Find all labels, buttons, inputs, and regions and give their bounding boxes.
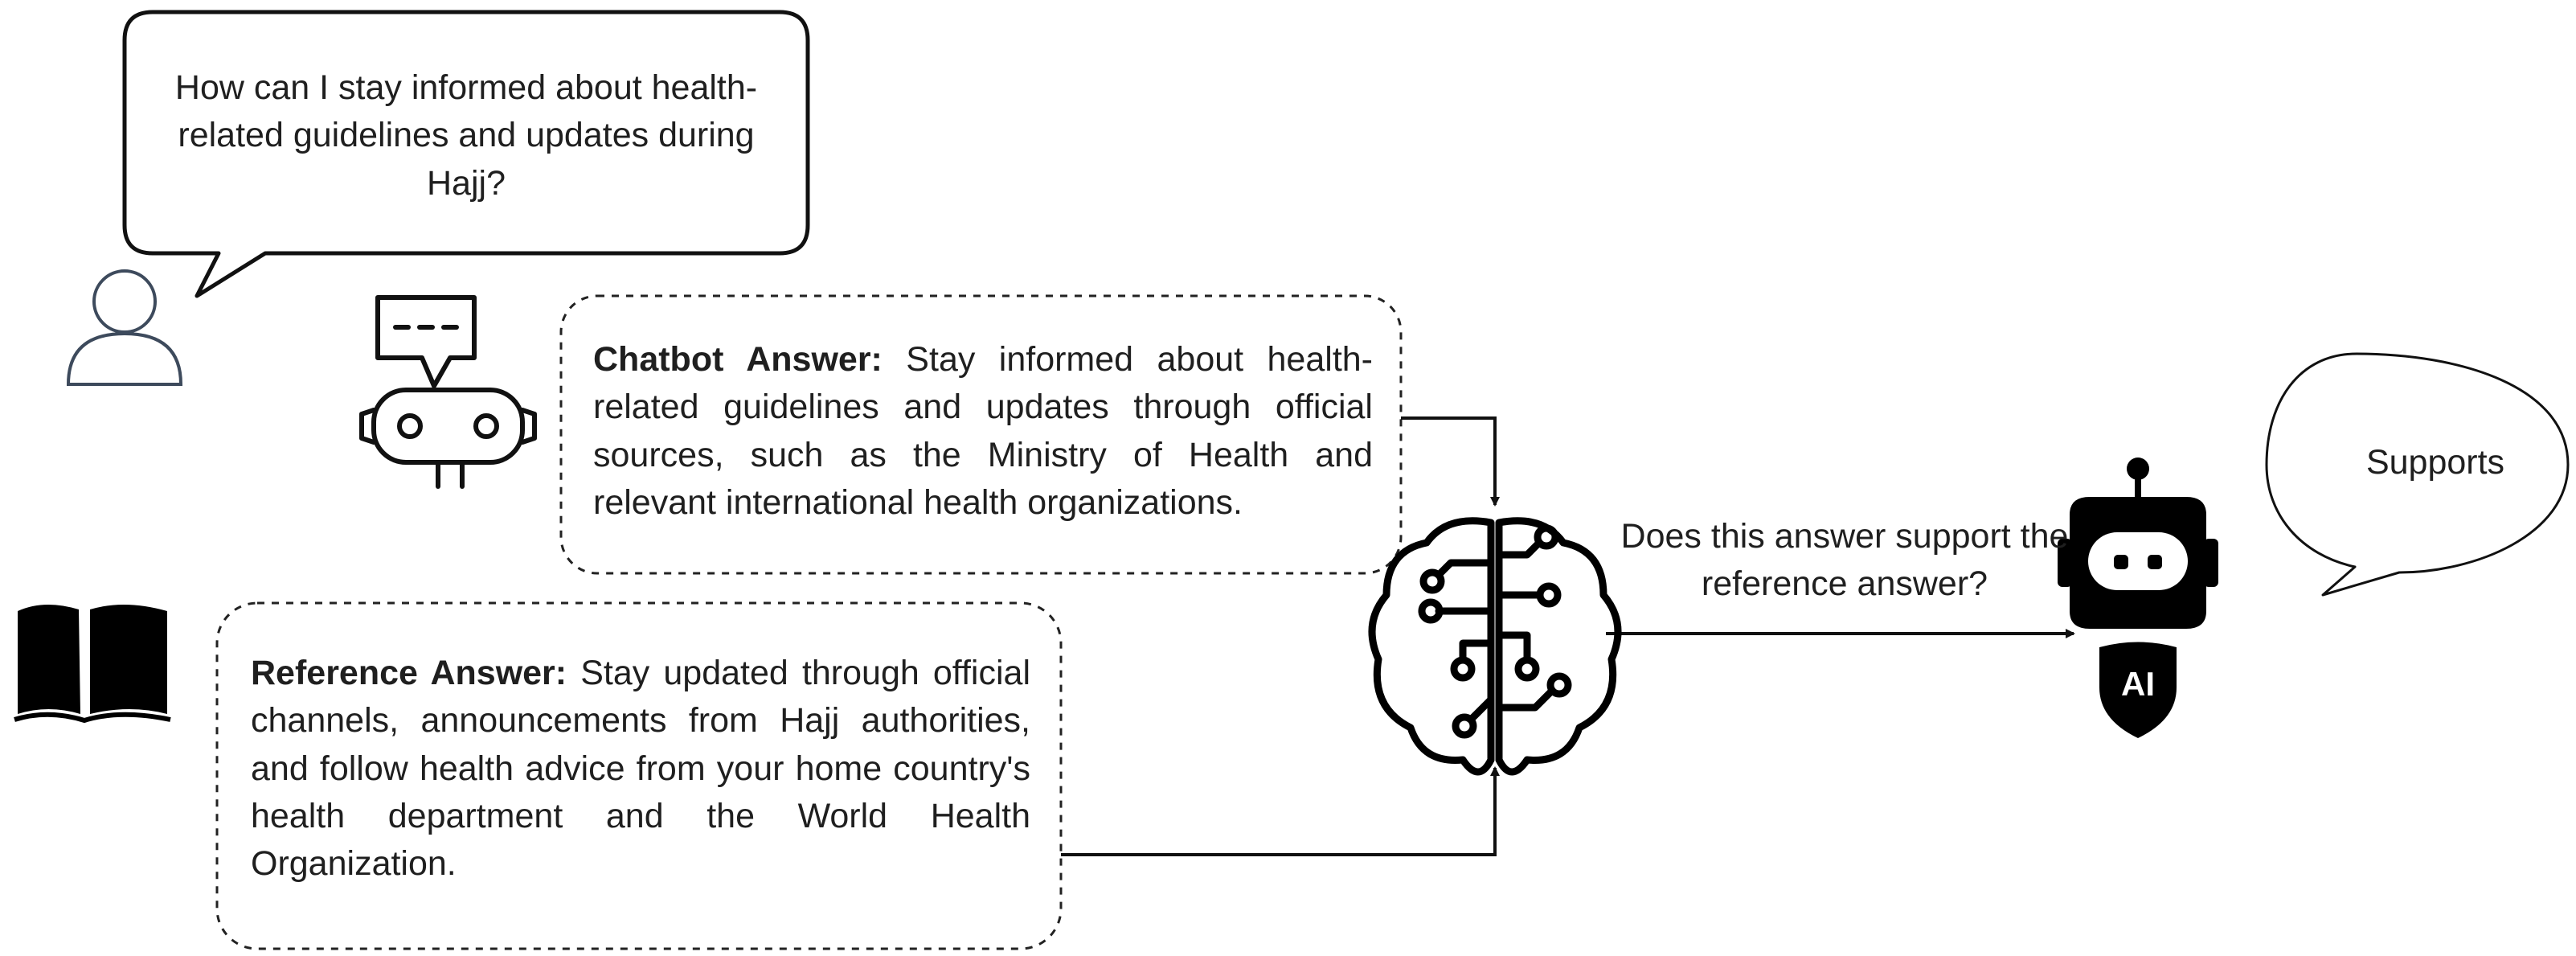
reference-answer-label: Reference Answer: <box>251 654 567 692</box>
question-bubble <box>122 10 810 298</box>
brain-circuit-icon <box>1368 517 1622 776</box>
reference-answer-text: Reference Answer: Stay updated through o… <box>251 650 1030 888</box>
reference-to-brain-arrow <box>1061 766 1500 856</box>
verdict-bubble <box>2265 352 2570 597</box>
ai-badge-text: AI <box>2121 665 2155 703</box>
chatbot-answer-text: Chatbot Answer: Stay informed about heal… <box>593 336 1373 527</box>
evaluation-prompt: Does this answer support the reference a… <box>1620 517 2069 604</box>
verdict-text: Supports <box>2365 443 2505 482</box>
user-icon <box>66 269 183 386</box>
reference-answer-box <box>215 601 1063 950</box>
chatbot-icon <box>359 295 537 489</box>
chatbot-to-brain-arrow <box>1401 416 1500 507</box>
book-icon <box>14 604 171 724</box>
chatbot-answer-body: Stay informed about health-related guide… <box>593 340 1373 522</box>
chatbot-answer-box <box>559 294 1403 575</box>
question-text: How can I stay informed about health-rel… <box>174 68 758 203</box>
ai-robot-icon: AI <box>2058 457 2218 738</box>
reference-answer-body: Stay updated through official channels, … <box>251 654 1030 884</box>
chatbot-answer-label: Chatbot Answer: <box>593 340 883 379</box>
